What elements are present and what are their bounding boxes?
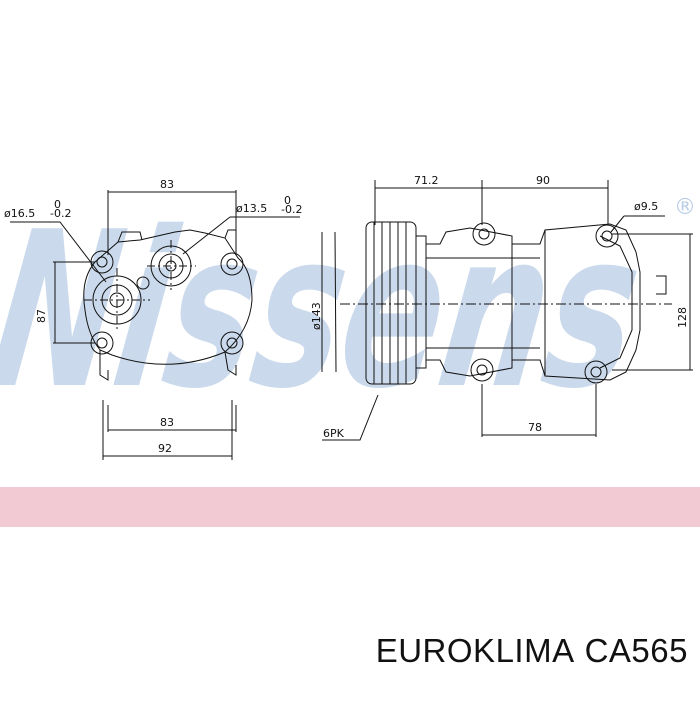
dim-front-bottom-outer: 92 (158, 442, 172, 455)
dim-front-left: 87 (35, 309, 48, 323)
dim-side-hole: ø9.5 (634, 200, 658, 213)
dim-port-right-tol-upper: 0 (284, 194, 291, 207)
dim-side-top-right: 90 (536, 174, 550, 187)
brand-watermark: Nissens (0, 185, 654, 436)
registered-mark: ® (674, 195, 696, 220)
dim-pulley-dia: ø143 (310, 302, 323, 330)
dim-port-right: ø13.5 (236, 202, 267, 215)
dim-side-height: 128 (676, 307, 689, 328)
dim-side-bottom: 78 (528, 421, 542, 434)
dim-front-bottom-inner: 83 (160, 416, 174, 429)
dim-pulley-grooves: 6PK (323, 427, 345, 440)
dim-port-right-tol-lower: -0.2 (281, 203, 302, 216)
dim-front-top: 83 (160, 178, 174, 191)
dim-port-left-tol-upper: 0 (54, 198, 61, 211)
front-view (10, 190, 300, 460)
brand-name: EUROKLIMA (375, 632, 575, 669)
part-number: CA565 (584, 632, 688, 669)
pink-band (0, 487, 700, 527)
dim-side-top-left: 71.2 (414, 174, 439, 187)
dim-port-left: ø16.5 (4, 207, 35, 220)
side-view (321, 180, 693, 441)
dim-port-left-tol-lower: -0.2 (50, 207, 71, 220)
